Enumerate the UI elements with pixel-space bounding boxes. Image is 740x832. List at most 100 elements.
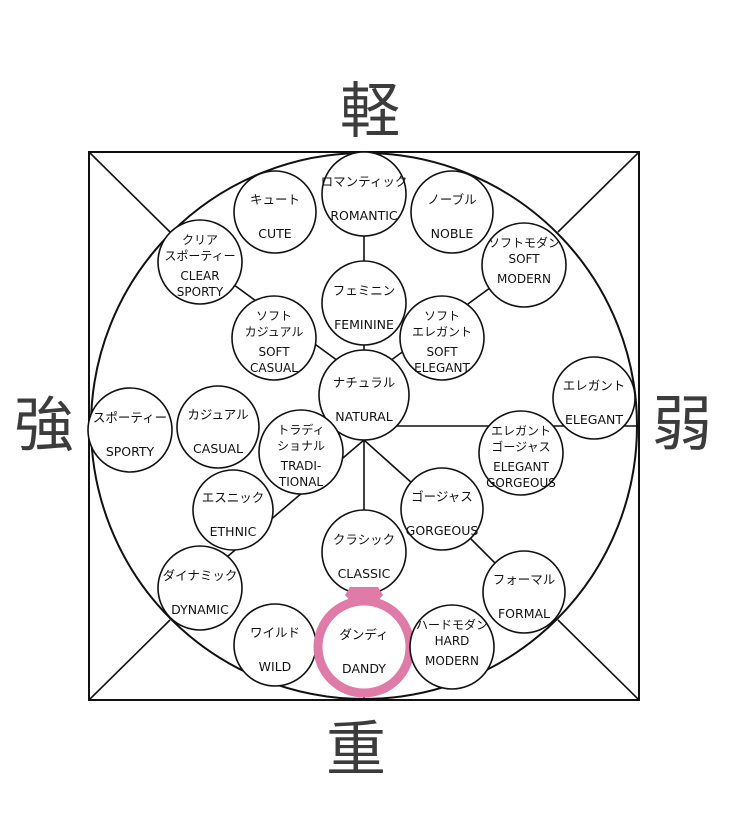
style-node-label: スポーティー [93, 410, 167, 425]
style-node-noble: ノーブル NOBLE [410, 170, 494, 254]
highlight-ring [313, 596, 415, 698]
style-node-label: MODERN [497, 272, 551, 286]
style-node-label: クリア [182, 233, 218, 247]
style-node-circle [157, 219, 243, 305]
style-node-label: ELEGANT [414, 361, 470, 375]
style-node-label: CLEAR [180, 269, 219, 283]
style-node-label: SPORTY [106, 444, 155, 459]
style-node-label: SOFT [258, 345, 290, 359]
style-node-circle [478, 410, 564, 496]
style-node-formal: フォーマル FORMAL [482, 550, 566, 634]
style-node-circle [231, 295, 317, 381]
style-node-casual: カジュアル CASUAL [176, 385, 260, 469]
style-node-label: SOFT [508, 252, 540, 266]
style-node-circle [233, 170, 317, 254]
style-node-label: ELEGANT [565, 412, 623, 427]
style-node-label: トラディ [277, 422, 324, 437]
style-node-label: カジュアル [187, 407, 248, 422]
style-node-label: HARD [435, 634, 470, 648]
style-node-circle [176, 385, 260, 469]
style-node-label: エスニック [202, 490, 265, 505]
style-node-label: フォーマル [493, 572, 556, 587]
style-node-label: ROMANTIC [330, 208, 398, 223]
style-node-label: CASUAL [193, 441, 243, 456]
style-node-feminine: フェミニン FEMININE [321, 260, 407, 346]
corner-line-br [557, 619, 640, 701]
style-node-classic: クラシック CLASSIC [321, 509, 407, 595]
style-node-circle [321, 260, 407, 346]
style-node-circle [318, 349, 410, 441]
corner-line-tr [557, 151, 640, 233]
style-node-romantic: ロマンティック ROMANTIC [321, 151, 408, 237]
style-node-label: CUTE [258, 226, 292, 241]
style-node-label: GORGEOUS [486, 476, 556, 490]
style-node-circle [410, 170, 494, 254]
style-node-label: スポーティー [164, 249, 235, 263]
style-node-circle [321, 509, 407, 595]
style-node-label: フェミニン [333, 283, 396, 298]
style-node-label: MODERN [425, 654, 479, 668]
style-node-label: TRADI- [280, 459, 322, 473]
style-node-circle [482, 550, 566, 634]
style-node-label: NOBLE [431, 226, 474, 241]
axis-label-bottom: 重 [326, 715, 386, 785]
style-node-label: ゴージャス [491, 439, 550, 454]
style-node-label: エレガント [563, 378, 626, 393]
style-node-circle [258, 409, 344, 495]
style-node-circle [321, 151, 407, 237]
style-node-label: ノーブル [427, 192, 476, 207]
style-node-label: ダイナミック [163, 568, 238, 583]
style-node-sporty: スポーティー SPORTY [87, 387, 173, 473]
style-node-circle [87, 387, 173, 473]
style-node-label: ダンディ [339, 627, 388, 642]
style-node-label: ロマンティック [321, 174, 408, 189]
style-node-label: ETHNIC [210, 524, 257, 539]
style-nodes: ロマンティックROMANTICキュートCUTEノーブルNOBLEクリアスポーティ… [87, 151, 636, 698]
style-node-label: FORMAL [498, 606, 550, 621]
style-node-label: FEMININE [334, 317, 394, 332]
style-node-label: ショナル [277, 439, 325, 453]
style-node-label: CLASSIC [338, 566, 391, 581]
style-node-label: ソフト [256, 309, 292, 323]
style-node-hard-modern: ハードモダン HARD MODERN [409, 604, 495, 690]
style-node-label: エレガント [412, 325, 472, 339]
style-node-circle [409, 604, 495, 690]
style-node-label: ELEGANT [493, 460, 549, 474]
axis-label-right: 弱 [652, 390, 712, 460]
style-node-label: カジュアル [245, 325, 304, 339]
style-node-circle [192, 469, 274, 551]
style-node-dandy: ダンディ DANDY [313, 587, 415, 698]
style-node-label: エレガント [491, 424, 551, 438]
style-node-label: ナチュラル [333, 375, 396, 390]
style-node-label: クラシック [333, 532, 395, 547]
style-node-elegant: エレガント ELEGANT [552, 356, 636, 440]
style-node-circle [400, 467, 484, 551]
style-node-label: DANDY [342, 661, 386, 676]
style-node-label: NATURAL [335, 409, 392, 424]
style-node-label: ソフトモダン [488, 235, 560, 250]
style-node-label: SOFT [426, 345, 458, 359]
style-node-label: SPORTY [177, 285, 224, 299]
axis-label-top: 軽 [340, 77, 400, 147]
style-node-natural: ナチュラル NATURAL [318, 349, 410, 441]
style-node-label: ハードモダン [416, 617, 488, 632]
style-node-circle [157, 545, 243, 631]
style-node-label: GORGEOUS [406, 523, 479, 538]
style-node-circle [399, 295, 485, 381]
style-node-label: TIONAL [278, 475, 324, 489]
style-node-ethnic: エスニック ETHNIC [192, 469, 274, 551]
style-node-soft-modern: ソフトモダン SOFT MODERN [481, 222, 567, 308]
style-node-label: ゴージャス [411, 489, 473, 504]
style-node-label: ソフト [424, 309, 460, 323]
style-node-circle [552, 356, 636, 440]
style-node-circle [481, 222, 567, 308]
style-node-gorgeous: ゴージャス GORGEOUS [400, 467, 484, 551]
